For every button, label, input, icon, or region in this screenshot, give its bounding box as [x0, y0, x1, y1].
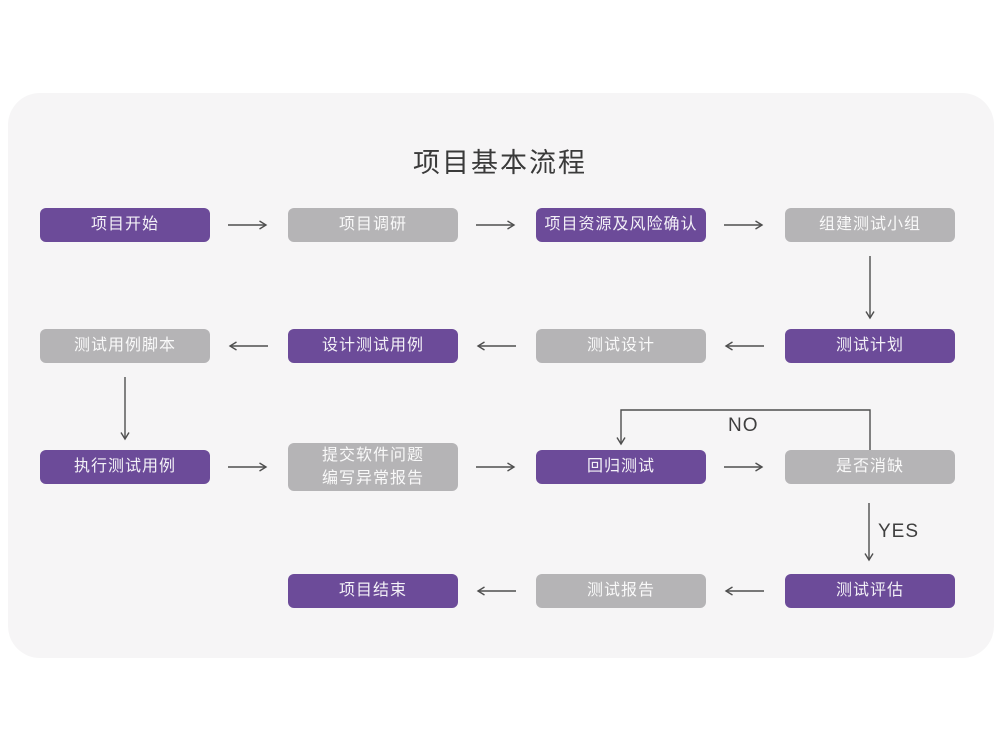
node-design-test-cases: 设计测试用例	[288, 329, 458, 363]
node-submit-issues-report: 提交软件问题 编写异常报告	[288, 443, 458, 491]
flowchart-panel	[8, 93, 994, 658]
node-resources-risk: 项目资源及风险确认	[536, 208, 706, 242]
node-test-plan: 测试计划	[785, 329, 955, 363]
node-test-case-scripts: 测试用例脚本	[40, 329, 210, 363]
node-project-research: 项目调研	[288, 208, 458, 242]
page-title: 项目基本流程	[413, 148, 587, 178]
node-test-evaluation: 测试评估	[785, 574, 955, 608]
node-build-test-team: 组建测试小组	[785, 208, 955, 242]
node-project-end: 项目结束	[288, 574, 458, 608]
node-test-design: 测试设计	[536, 329, 706, 363]
node-defect-resolved: 是否消缺	[785, 450, 955, 484]
node-project-start: 项目开始	[40, 208, 210, 242]
node-regression-test: 回归测试	[536, 450, 706, 484]
node-execute-test-cases: 执行测试用例	[40, 450, 210, 484]
no-branch-label: NO	[728, 415, 759, 436]
node-test-report: 测试报告	[536, 574, 706, 608]
yes-branch-label: YES	[878, 521, 920, 542]
